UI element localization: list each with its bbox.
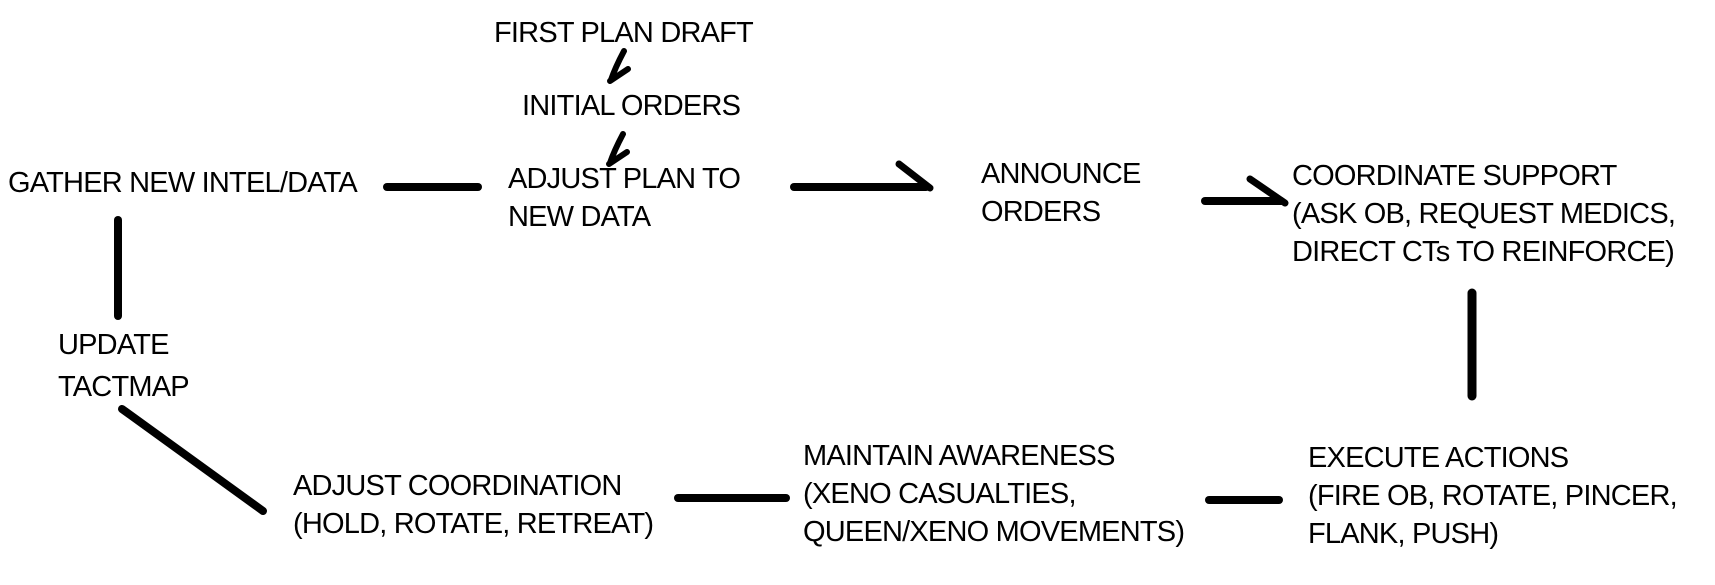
node-label: ADJUST PLAN TO — [508, 163, 741, 195]
node-label: DIRECT CTs TO REINFORCE) — [1292, 236, 1675, 268]
node-label: UPDATE — [58, 329, 169, 361]
node-coordinate-support: COORDINATE SUPPORT (ASK OB, REQUEST MEDI… — [1292, 157, 1676, 271]
node-label: (FIRE OB, ROTATE, PINCER, — [1308, 480, 1678, 512]
arrow-head — [607, 66, 631, 84]
line-adjust-coordination-to-update-tactmap — [118, 405, 267, 515]
node-label: (XENO CASUALTIES, — [803, 478, 1077, 510]
arrow-announce-orders-to-coordinate-support — [1201, 175, 1289, 207]
node-label: ADJUST COORDINATION — [293, 470, 622, 502]
arrow-adjust-plan-to-announce-orders — [790, 160, 934, 192]
node-initial-orders: INITIAL ORDERS — [522, 87, 741, 125]
node-label: FLANK, PUSH) — [1308, 518, 1499, 550]
node-execute-actions: EXECUTE ACTIONS (FIRE OB, ROTATE, PINCER… — [1308, 439, 1678, 553]
node-gather-intel: GATHER NEW INTEL/DATA — [8, 164, 358, 202]
node-announce-orders: ANNOUNCE ORDERS — [981, 155, 1141, 231]
node-label: QUEEN/XENO MOVEMENTS) — [803, 516, 1185, 548]
arrow-head — [895, 160, 934, 192]
node-update-tactmap: UPDATE TACTMAP — [58, 324, 190, 408]
node-label: INITIAL ORDERS — [522, 90, 741, 122]
arrow-head — [1246, 175, 1289, 207]
node-adjust-plan: ADJUST PLAN TO NEW DATA — [508, 160, 741, 236]
node-label: GATHER NEW INTEL/DATA — [8, 167, 358, 199]
node-label: ANNOUNCE — [981, 158, 1141, 190]
node-label: TACTMAP — [58, 371, 190, 403]
node-label: FIRST PLAN DRAFT — [494, 17, 754, 49]
node-label: (HOLD, ROTATE, RETREAT) — [293, 508, 654, 540]
node-label: EXECUTE ACTIONS — [1308, 442, 1569, 474]
node-adjust-coordination: ADJUST COORDINATION (HOLD, ROTATE, RETRE… — [293, 467, 654, 543]
node-maintain-awareness: MAINTAIN AWARENESS (XENO CASUALTIES, QUE… — [803, 437, 1185, 551]
arrow-first-draft-to-initial-orders — [607, 48, 631, 84]
node-label: COORDINATE SUPPORT — [1292, 160, 1617, 192]
node-label: ORDERS — [981, 196, 1101, 228]
arrow-initial-orders-to-adjust-plan — [606, 131, 630, 167]
node-first-plan-draft: FIRST PLAN DRAFT — [494, 14, 754, 52]
node-label: NEW DATA — [508, 201, 651, 233]
node-label: MAINTAIN AWARENESS — [803, 440, 1115, 472]
arrow-head — [606, 149, 630, 167]
node-label: (ASK OB, REQUEST MEDICS, — [1292, 198, 1676, 230]
